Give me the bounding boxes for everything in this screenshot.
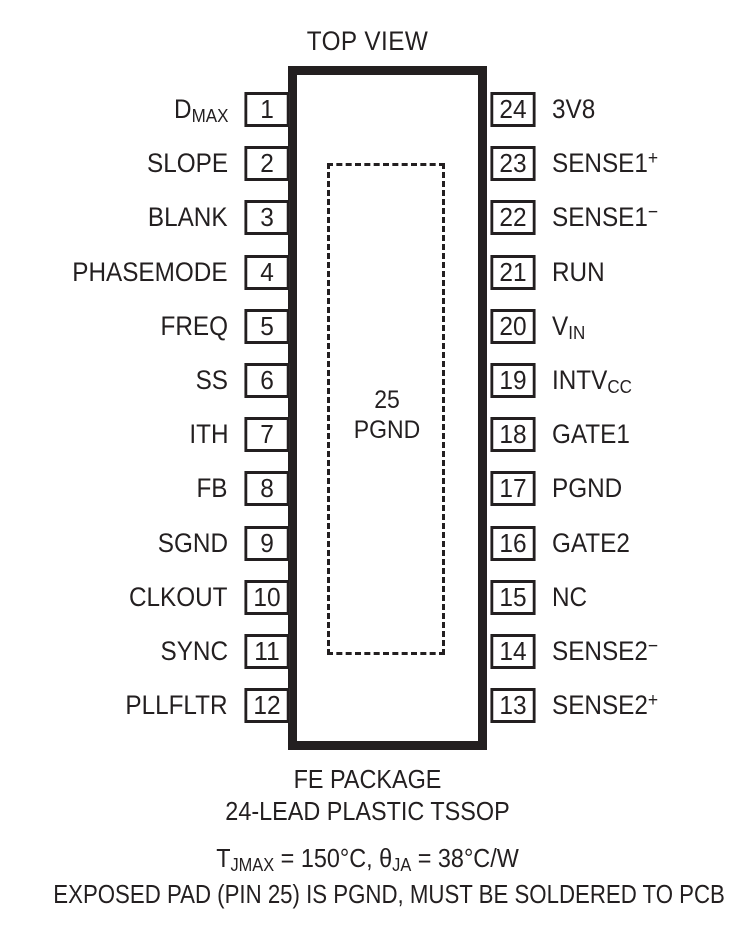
- pin-box-17: 17: [490, 471, 536, 507]
- pin-box-10: 10: [244, 579, 290, 615]
- pin-label-text: RUN: [552, 256, 605, 287]
- pin-label-9: SGND: [0, 526, 228, 561]
- pin-box-24: 24: [490, 92, 536, 127]
- pin-label-text: SENSE2−: [552, 634, 659, 666]
- pin-label-11: SYNC: [0, 634, 228, 669]
- pin-label-text: VIN: [552, 310, 586, 344]
- package-caption: FE PACKAGE 24-LEAD PLASTIC TSSOP: [0, 763, 735, 827]
- pin-label-text: SLOPE: [146, 148, 228, 179]
- page-title: TOP VIEW: [306, 26, 429, 56]
- pin-box-6: 6: [244, 363, 290, 398]
- pin-box-18: 18: [490, 417, 536, 453]
- pin-label-text: SS: [195, 365, 228, 395]
- pin-box-21: 21: [490, 254, 536, 290]
- pin-label-15: NC: [552, 580, 735, 615]
- pin-label-text: ITH: [188, 419, 228, 450]
- pin-label-text: PHASEMODE: [72, 256, 228, 287]
- pin-box-9: 9: [244, 525, 290, 561]
- pin-label-6: SS: [0, 363, 228, 398]
- pin-box-2: 2: [244, 146, 290, 182]
- package-caption-line-1: FE PACKAGE: [293, 764, 442, 794]
- exposed-pad-outline: [327, 163, 445, 655]
- pin-box-11: 11: [244, 634, 290, 669]
- pin-label-text: SGND: [157, 527, 228, 558]
- pin-label-text: DMAX: [173, 94, 228, 127]
- pin-box-14: 14: [490, 634, 536, 669]
- pin-label-22: SENSE1−: [552, 200, 735, 238]
- pin-label-text: SYNC: [160, 636, 228, 666]
- pin-label-text: GATE2: [552, 527, 630, 558]
- pin-box-4: 4: [244, 254, 290, 290]
- pin-label-text: FB: [196, 473, 228, 504]
- package-body-outline: [288, 66, 487, 750]
- pin-label-text: FREQ: [160, 310, 228, 341]
- pin-box-20: 20: [490, 308, 536, 344]
- pin-label-text: PLLFLTR: [125, 690, 228, 721]
- pin-box-12: 12: [244, 688, 290, 724]
- pin-label-text: SENSE1−: [552, 201, 659, 233]
- pin-label-7: ITH: [0, 417, 228, 452]
- pin-label-text: NC: [552, 581, 588, 612]
- package-caption-line-2: 24-LEAD PLASTIC TSSOP: [225, 796, 510, 826]
- exposed-pad-pin-number: 25: [374, 386, 400, 414]
- pin-label-text: CLKOUT: [129, 581, 228, 612]
- pin-label-text: INTVCC: [552, 365, 632, 398]
- pin-label-3: BLANK: [0, 200, 228, 235]
- pin-label-13: SENSE2+: [552, 688, 735, 726]
- pin-box-1: 1: [244, 92, 290, 127]
- pin-box-15: 15: [490, 579, 536, 615]
- pin-label-10: CLKOUT: [0, 580, 228, 615]
- exposed-pad-pin-name: PGND: [353, 416, 421, 444]
- pin-label-23: SENSE1+: [552, 146, 735, 184]
- pin-box-23: 23: [490, 146, 536, 182]
- pin-label-5: FREQ: [0, 309, 228, 344]
- pin-label-text: BLANK: [148, 202, 228, 233]
- pin-label-1: DMAX: [0, 92, 228, 130]
- pin-box-22: 22: [490, 200, 536, 236]
- thermal-spec-line: TJMAX = 150°C, θJA = 38°C/W: [216, 843, 519, 875]
- pin-box-16: 16: [490, 525, 536, 561]
- pin-label-8: FB: [0, 471, 228, 506]
- pin-label-12: PLLFLTR: [0, 688, 228, 723]
- pin-label-text: 3V8: [552, 94, 596, 124]
- pin-box-13: 13: [490, 688, 536, 724]
- pin-label-2: SLOPE: [0, 146, 228, 181]
- pin-label-21: RUN: [552, 255, 735, 290]
- pin-label-text: GATE1: [552, 419, 630, 450]
- pin-label-19: INTVCC: [552, 363, 735, 401]
- thermal-caption: TJMAX = 150°C, θJA = 38°C/W EXPOSED PAD …: [0, 842, 735, 911]
- pin-label-text: PGND: [552, 473, 623, 504]
- pin-label-17: PGND: [552, 471, 735, 506]
- pin-label-text: SENSE2+: [552, 689, 659, 721]
- pin-label-16: GATE2: [552, 526, 735, 561]
- pin-label-24: 3V8: [552, 92, 735, 127]
- pin-label-18: GATE1: [552, 417, 735, 452]
- pin-box-7: 7: [244, 417, 290, 453]
- pin-label-14: SENSE2−: [552, 634, 735, 672]
- pin-label-4: PHASEMODE: [0, 255, 228, 290]
- exposed-pad-label: 25 PGND: [313, 385, 460, 445]
- pin-box-5: 5: [244, 308, 290, 344]
- pin-label-20: VIN: [552, 309, 735, 347]
- exposed-pad-note: EXPOSED PAD (PIN 25) IS PGND, MUST BE SO…: [53, 879, 725, 909]
- pin-box-19: 19: [490, 363, 536, 398]
- pin-box-3: 3: [244, 200, 290, 236]
- pin-label-text: SENSE1+: [552, 147, 659, 179]
- pin-box-8: 8: [244, 471, 290, 507]
